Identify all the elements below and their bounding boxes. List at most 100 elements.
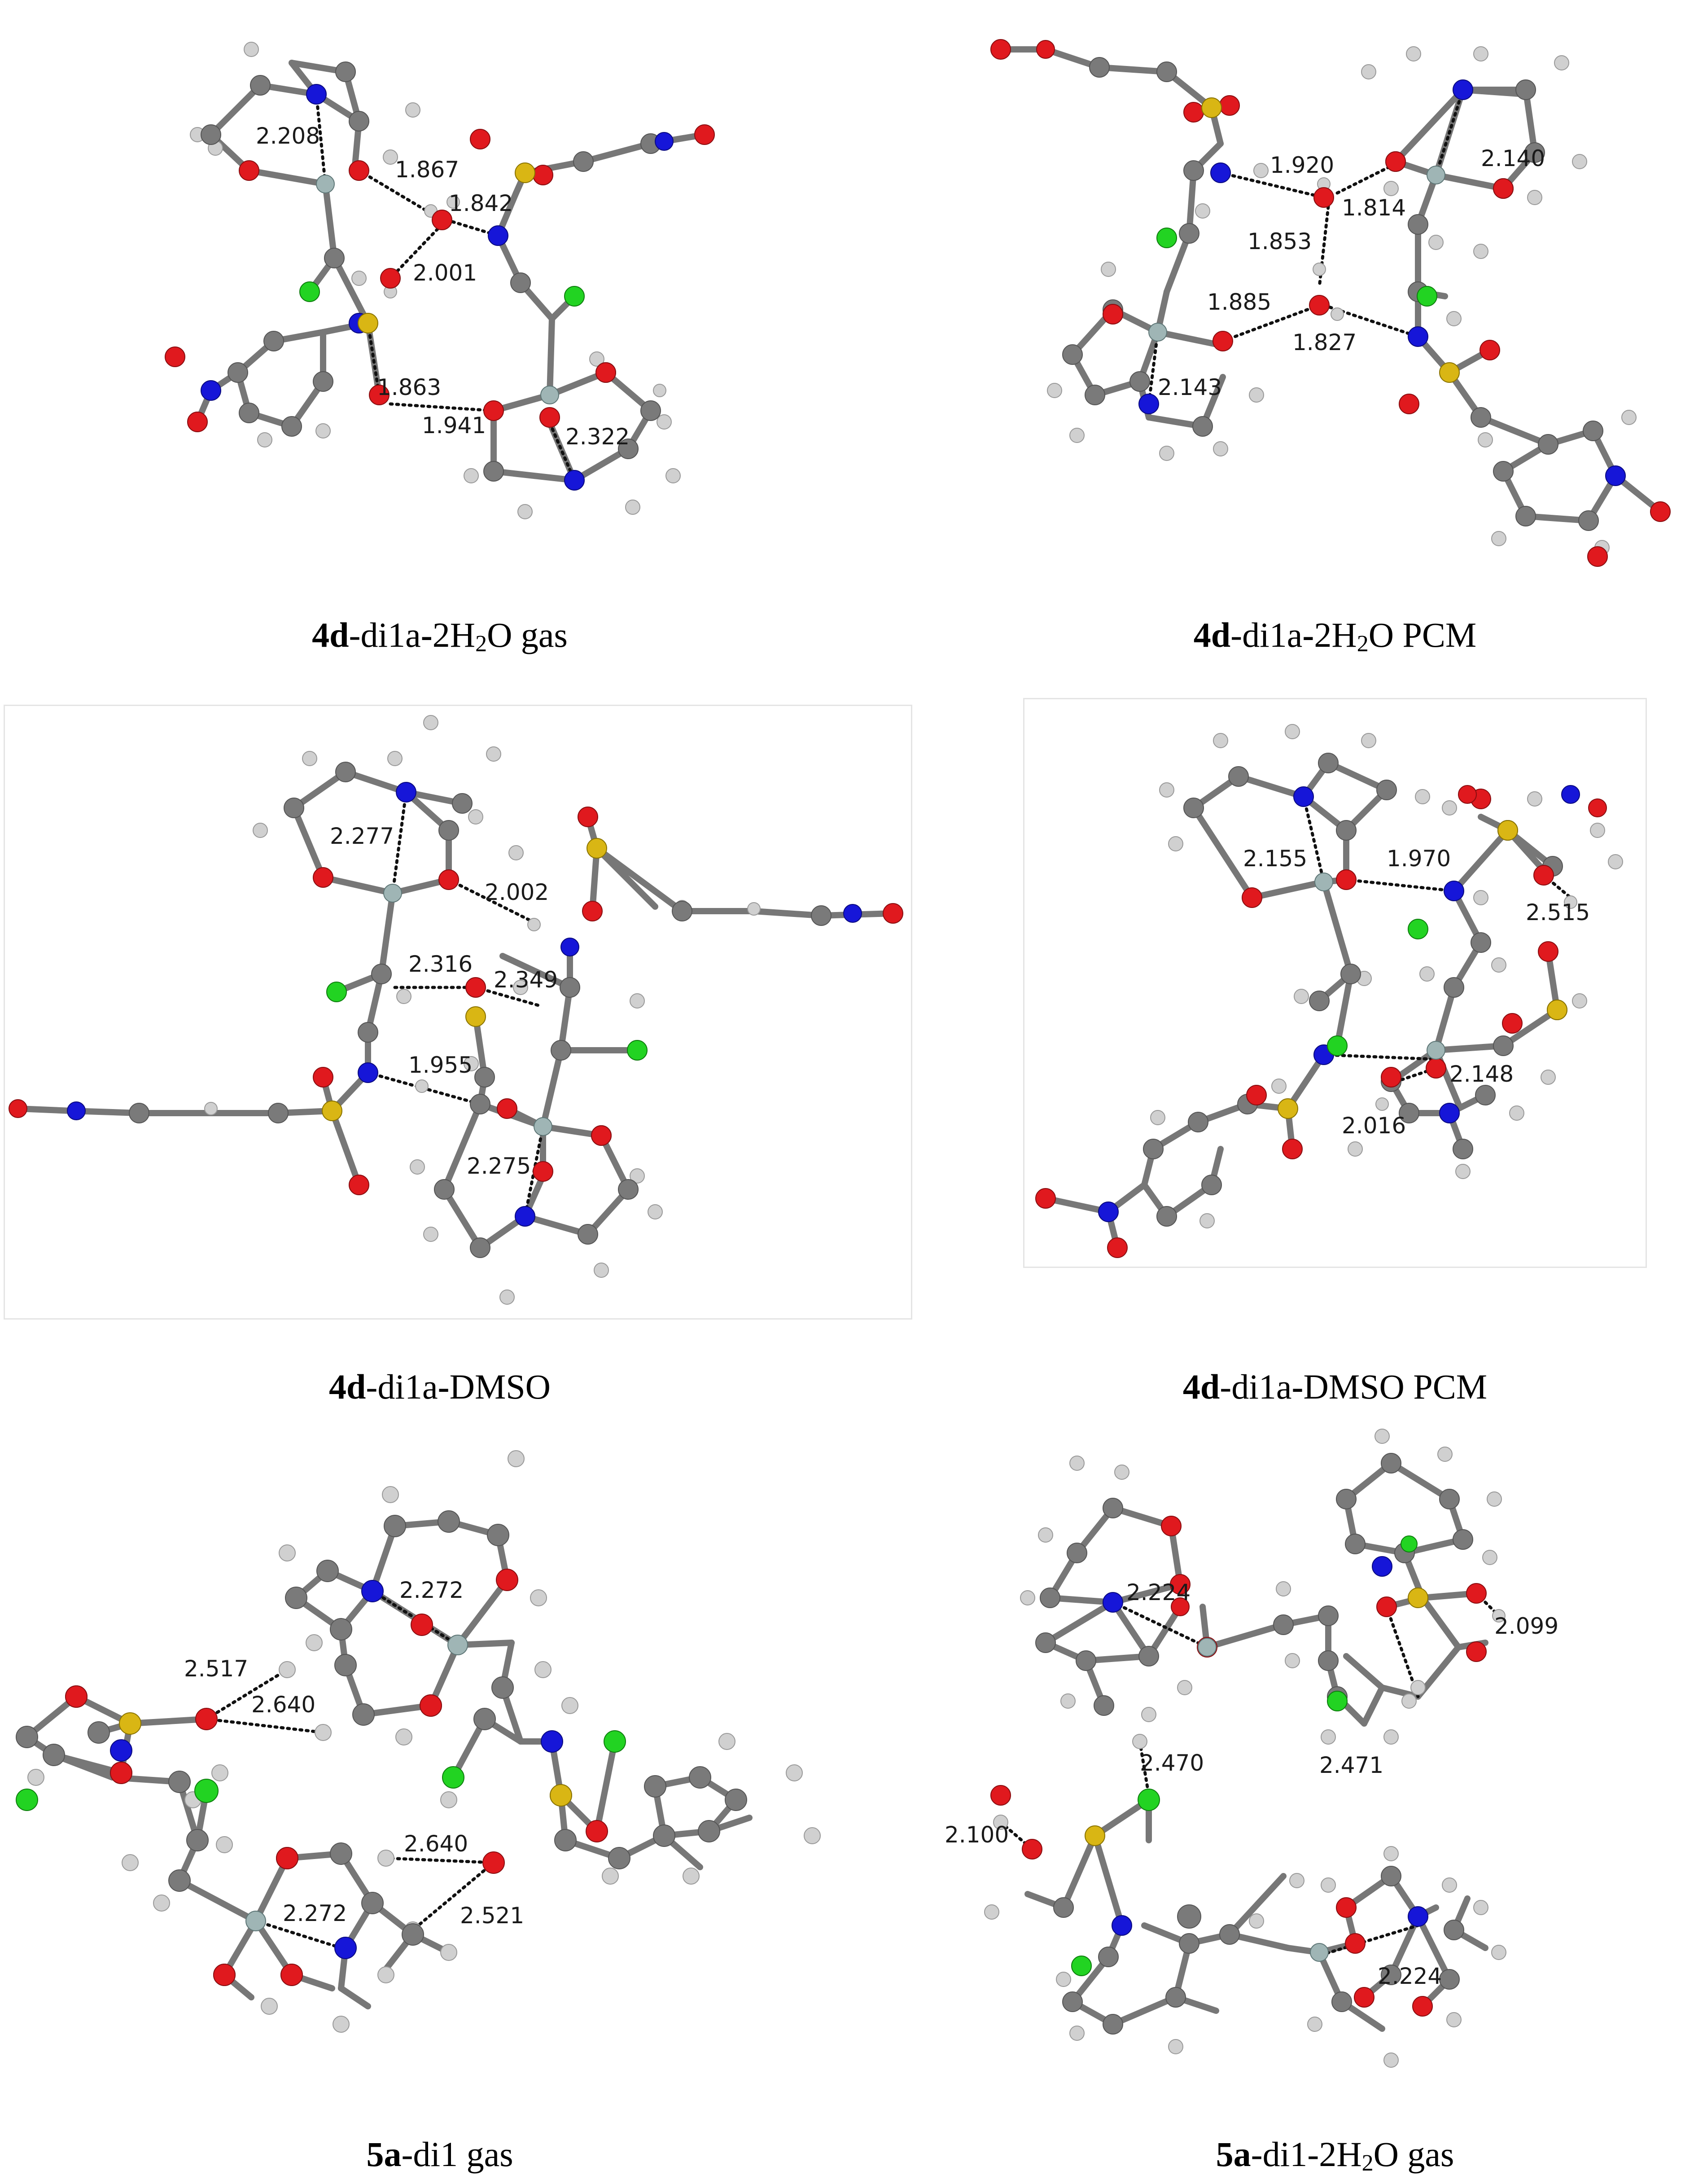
distance-label: 2.208	[256, 123, 320, 149]
caption-part: -di1a	[366, 1367, 438, 1406]
distance-label: 1.827	[1292, 329, 1357, 355]
caption-part: O gas	[487, 615, 568, 654]
atoms-oxygen	[990, 1516, 1487, 2017]
distance-label: 1.814	[1342, 195, 1406, 221]
caption-subscript: 2	[1357, 631, 1369, 657]
distance-labels: 2.155 1.970 2.515 2.148 2.016	[1243, 846, 1590, 1139]
atoms-chlorine	[1071, 1535, 1418, 1976]
distance-label: 1.853	[1248, 228, 1312, 254]
distance-label: 2.272	[283, 1900, 347, 1926]
atoms-hydrogen	[190, 42, 681, 519]
bonds	[24, 1518, 753, 2009]
distance-label: 2.349	[494, 967, 558, 993]
atoms-oxygen	[1035, 785, 1607, 1258]
atoms-hydrogen	[1047, 46, 1637, 555]
caption-part: DMSO	[449, 1367, 551, 1406]
distance-label: 2.470	[1140, 1750, 1204, 1776]
panel-5a-di1-2h2o-gas: 2.224 2.099 2.470 2.471 2.100 2.224	[942, 1429, 1683, 2078]
caption-part: O gas	[1373, 2135, 1454, 2174]
atoms-silicon	[245, 1635, 468, 1931]
atoms-silicon	[383, 884, 552, 1136]
atoms-silicon	[1198, 1638, 1329, 1962]
caption-subscript: 2	[1361, 2150, 1374, 2176]
atoms-sulfur	[119, 1712, 572, 1807]
panel-4d-di1a-dmso-pcm: 2.155 1.970 2.515 2.148 2.016	[1023, 698, 1647, 1268]
caption-part: 2H	[432, 615, 476, 654]
atoms-oxygen	[65, 1569, 608, 1986]
caption-part: -	[1291, 1367, 1304, 1406]
caption-part: -di1a	[1230, 615, 1303, 654]
molecule-5a-di1-2h2o-gas: 2.224 2.099 2.470 2.471 2.100 2.224	[945, 1429, 1558, 2068]
caption-5a-di1-gas: 5a-di1 gas	[103, 2134, 776, 2175]
distance-label: 2.517	[184, 1656, 248, 1682]
atoms-hydrogen	[1150, 724, 1623, 1228]
atoms-chlorine	[326, 982, 648, 1061]
caption-compound: 4d	[312, 615, 349, 654]
panel-4d-di1a-2h2o-gas: 2.208 1.867 1.842 2.001 1.863 1.941 2.32…	[165, 27, 715, 566]
distance-label: 2.275	[467, 1153, 531, 1179]
atoms-carbon	[1035, 1453, 1473, 2035]
caption-part: -di1-2H	[1251, 2135, 1362, 2174]
molecule-5a-di1-gas: 2.272 2.517 2.640 2.640 2.521 2.272	[16, 1450, 821, 2033]
atoms-sulfur	[322, 838, 607, 1121]
distance-label: 2.148	[1449, 1061, 1514, 1087]
distance-label: 2.143	[1158, 374, 1222, 400]
caption-part: -di1a	[1220, 1367, 1292, 1406]
atoms-nitrogen	[67, 782, 862, 1227]
panel-frame-4d-di1a-dmso-pcm	[1023, 698, 1647, 1268]
panel-4d-di1a-dmso: 2.277 2.002 2.316 2.349 1.955 2.275	[4, 705, 912, 1320]
distance-label: 2.471	[1319, 1752, 1383, 1778]
distance-labels: 2.277 2.002 2.316 2.349 1.955 2.275	[330, 823, 558, 1179]
caption-part: -	[438, 1367, 450, 1406]
molecule-4d-di1a-dmso: 2.277 2.002 2.316 2.349 1.955 2.275	[9, 715, 903, 1305]
bonds	[1042, 760, 1560, 1251]
distance-label: 1.955	[408, 1052, 473, 1078]
panel-4d-di1a-2h2o-pcm: 1.920 2.140 1.814 1.853 1.885 1.827 2.14…	[978, 18, 1687, 583]
atoms-nitrogen	[1098, 785, 1580, 1222]
caption-subscript: 2	[475, 631, 487, 657]
atoms-oxygen	[165, 124, 715, 432]
molecule-4d-di1a-2h2o-gas: 2.208 1.867 1.842 2.001 1.863 1.941 2.32…	[165, 42, 715, 519]
atoms-nitrogen	[110, 1580, 563, 1959]
atoms-sulfur	[1278, 820, 1567, 1119]
atoms-chlorine	[16, 1730, 626, 1811]
atoms-hydrogen	[984, 1429, 1506, 2068]
distance-labels: 2.272 2.517 2.640 2.640 2.521 2.272	[184, 1577, 524, 1929]
molecule-4d-di1a-dmso-pcm: 2.155 1.970 2.515 2.148 2.016	[1035, 724, 1623, 1258]
distance-label: 2.155	[1243, 846, 1307, 872]
atoms-nitrogen	[1103, 1556, 1428, 1936]
bonds	[1024, 1460, 1488, 2032]
atoms-nitrogen	[1138, 79, 1626, 486]
atoms-sulfur	[358, 162, 535, 333]
caption-compound: 4d	[1193, 615, 1231, 654]
caption-part: 2H	[1314, 615, 1357, 654]
atoms-oxygen	[9, 807, 903, 1195]
caption-part: O PCM	[1368, 615, 1477, 654]
caption-part: -di1a	[349, 615, 421, 654]
distance-label: 2.099	[1494, 1613, 1558, 1639]
distance-label: 2.521	[460, 1903, 524, 1929]
atoms-silicon	[1148, 166, 1445, 342]
distance-label: 2.640	[404, 1831, 468, 1857]
caption-4d-di1a-2h2o-pcm: 4d-di1a-2H2O PCM	[998, 615, 1672, 657]
caption-compound: 4d	[1182, 1367, 1220, 1406]
caption-compound: 5a	[1216, 2135, 1251, 2174]
atoms-chlorine	[1327, 919, 1428, 1056]
caption-compound: 5a	[366, 2135, 402, 2174]
distance-label: 1.920	[1270, 152, 1334, 178]
caption-4d-di1a-dmso-pcm: 4d-di1a-DMSO PCM	[998, 1367, 1672, 1407]
distance-labels: 1.920 2.140 1.814 1.853 1.885 1.827 2.14…	[1158, 145, 1545, 400]
distance-label: 2.224	[1126, 1579, 1191, 1605]
distance-label: 2.640	[251, 1692, 315, 1718]
caption-4d-di1a-2h2o-gas: 4d-di1a-2H2O gas	[103, 615, 776, 657]
distance-label: 1.885	[1207, 289, 1271, 315]
atoms-sulfur	[1085, 1588, 1428, 1846]
distance-labels: 2.224 2.099 2.470 2.471 2.100 2.224	[945, 1579, 1558, 1989]
atoms-oxygen	[990, 39, 1671, 567]
atoms-hydrogen	[27, 1450, 821, 2033]
panel-5a-di1-gas: 2.272 2.517 2.640 2.640 2.521 2.272	[9, 1436, 821, 2065]
atoms-chlorine	[299, 281, 585, 307]
atoms-silicon	[1314, 873, 1445, 1060]
distance-label: 2.016	[1342, 1113, 1406, 1139]
distance-label: 2.224	[1378, 1963, 1442, 1989]
